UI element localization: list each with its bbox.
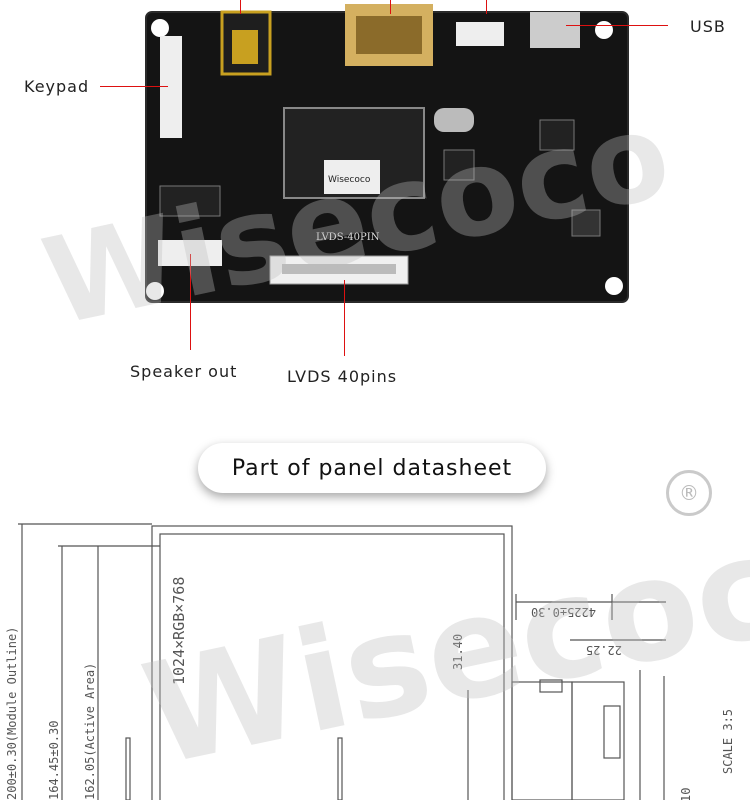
board-photo-section: LVDS-40PIN Wisecoco Keypad USB Speaker o… — [24, 0, 726, 386]
audio-callout-line — [240, 0, 241, 14]
module-outline-dim: 200±0.30(Module Outline) — [5, 627, 19, 800]
hdmi-callout-line — [390, 0, 391, 14]
section-title-pill: Part of panel datasheet — [198, 443, 546, 493]
connector-callout-line — [486, 0, 487, 14]
usb-callout-line — [566, 25, 668, 26]
lvds-silkscreen: LVDS-40PIN — [316, 232, 380, 243]
controller-board-illustration: LVDS-40PIN Wisecoco — [145, 4, 629, 303]
usb-label: USB — [690, 17, 726, 36]
scale-label: SCALE 3:5 — [721, 709, 735, 774]
active-area-dim: 162.05(Active Area) — [83, 663, 97, 800]
chip-brand-label: Wisecoco — [328, 175, 371, 185]
registered-mark: ® — [666, 470, 712, 516]
section-title: Part of panel datasheet — [231, 455, 513, 481]
lvds-callout-line — [344, 280, 345, 356]
dim-4225: 4225±0.30 — [531, 605, 596, 619]
datasheet-drawing: 1024×RGB×768 200±0.30(Module Outline) 16… — [0, 510, 750, 805]
lvds-label: LVDS 40pins — [287, 367, 398, 386]
dim-164: 164.45±0.30 — [47, 721, 61, 800]
dim-3140: 31.40 — [451, 634, 465, 670]
panel-mechanical-drawing: 1024×RGB×768 200±0.30(Module Outline) 16… — [5, 523, 735, 805]
dim-2225: 22.25 — [586, 643, 622, 657]
dim-10: 10 — [679, 788, 693, 800]
speaker-callout-line — [190, 254, 191, 350]
speaker-out-label: Speaker out — [130, 362, 238, 381]
keypad-label: Keypad — [24, 77, 90, 96]
keypad-callout-line — [100, 86, 168, 87]
resolution-label: 1024×RGB×768 — [170, 577, 188, 685]
